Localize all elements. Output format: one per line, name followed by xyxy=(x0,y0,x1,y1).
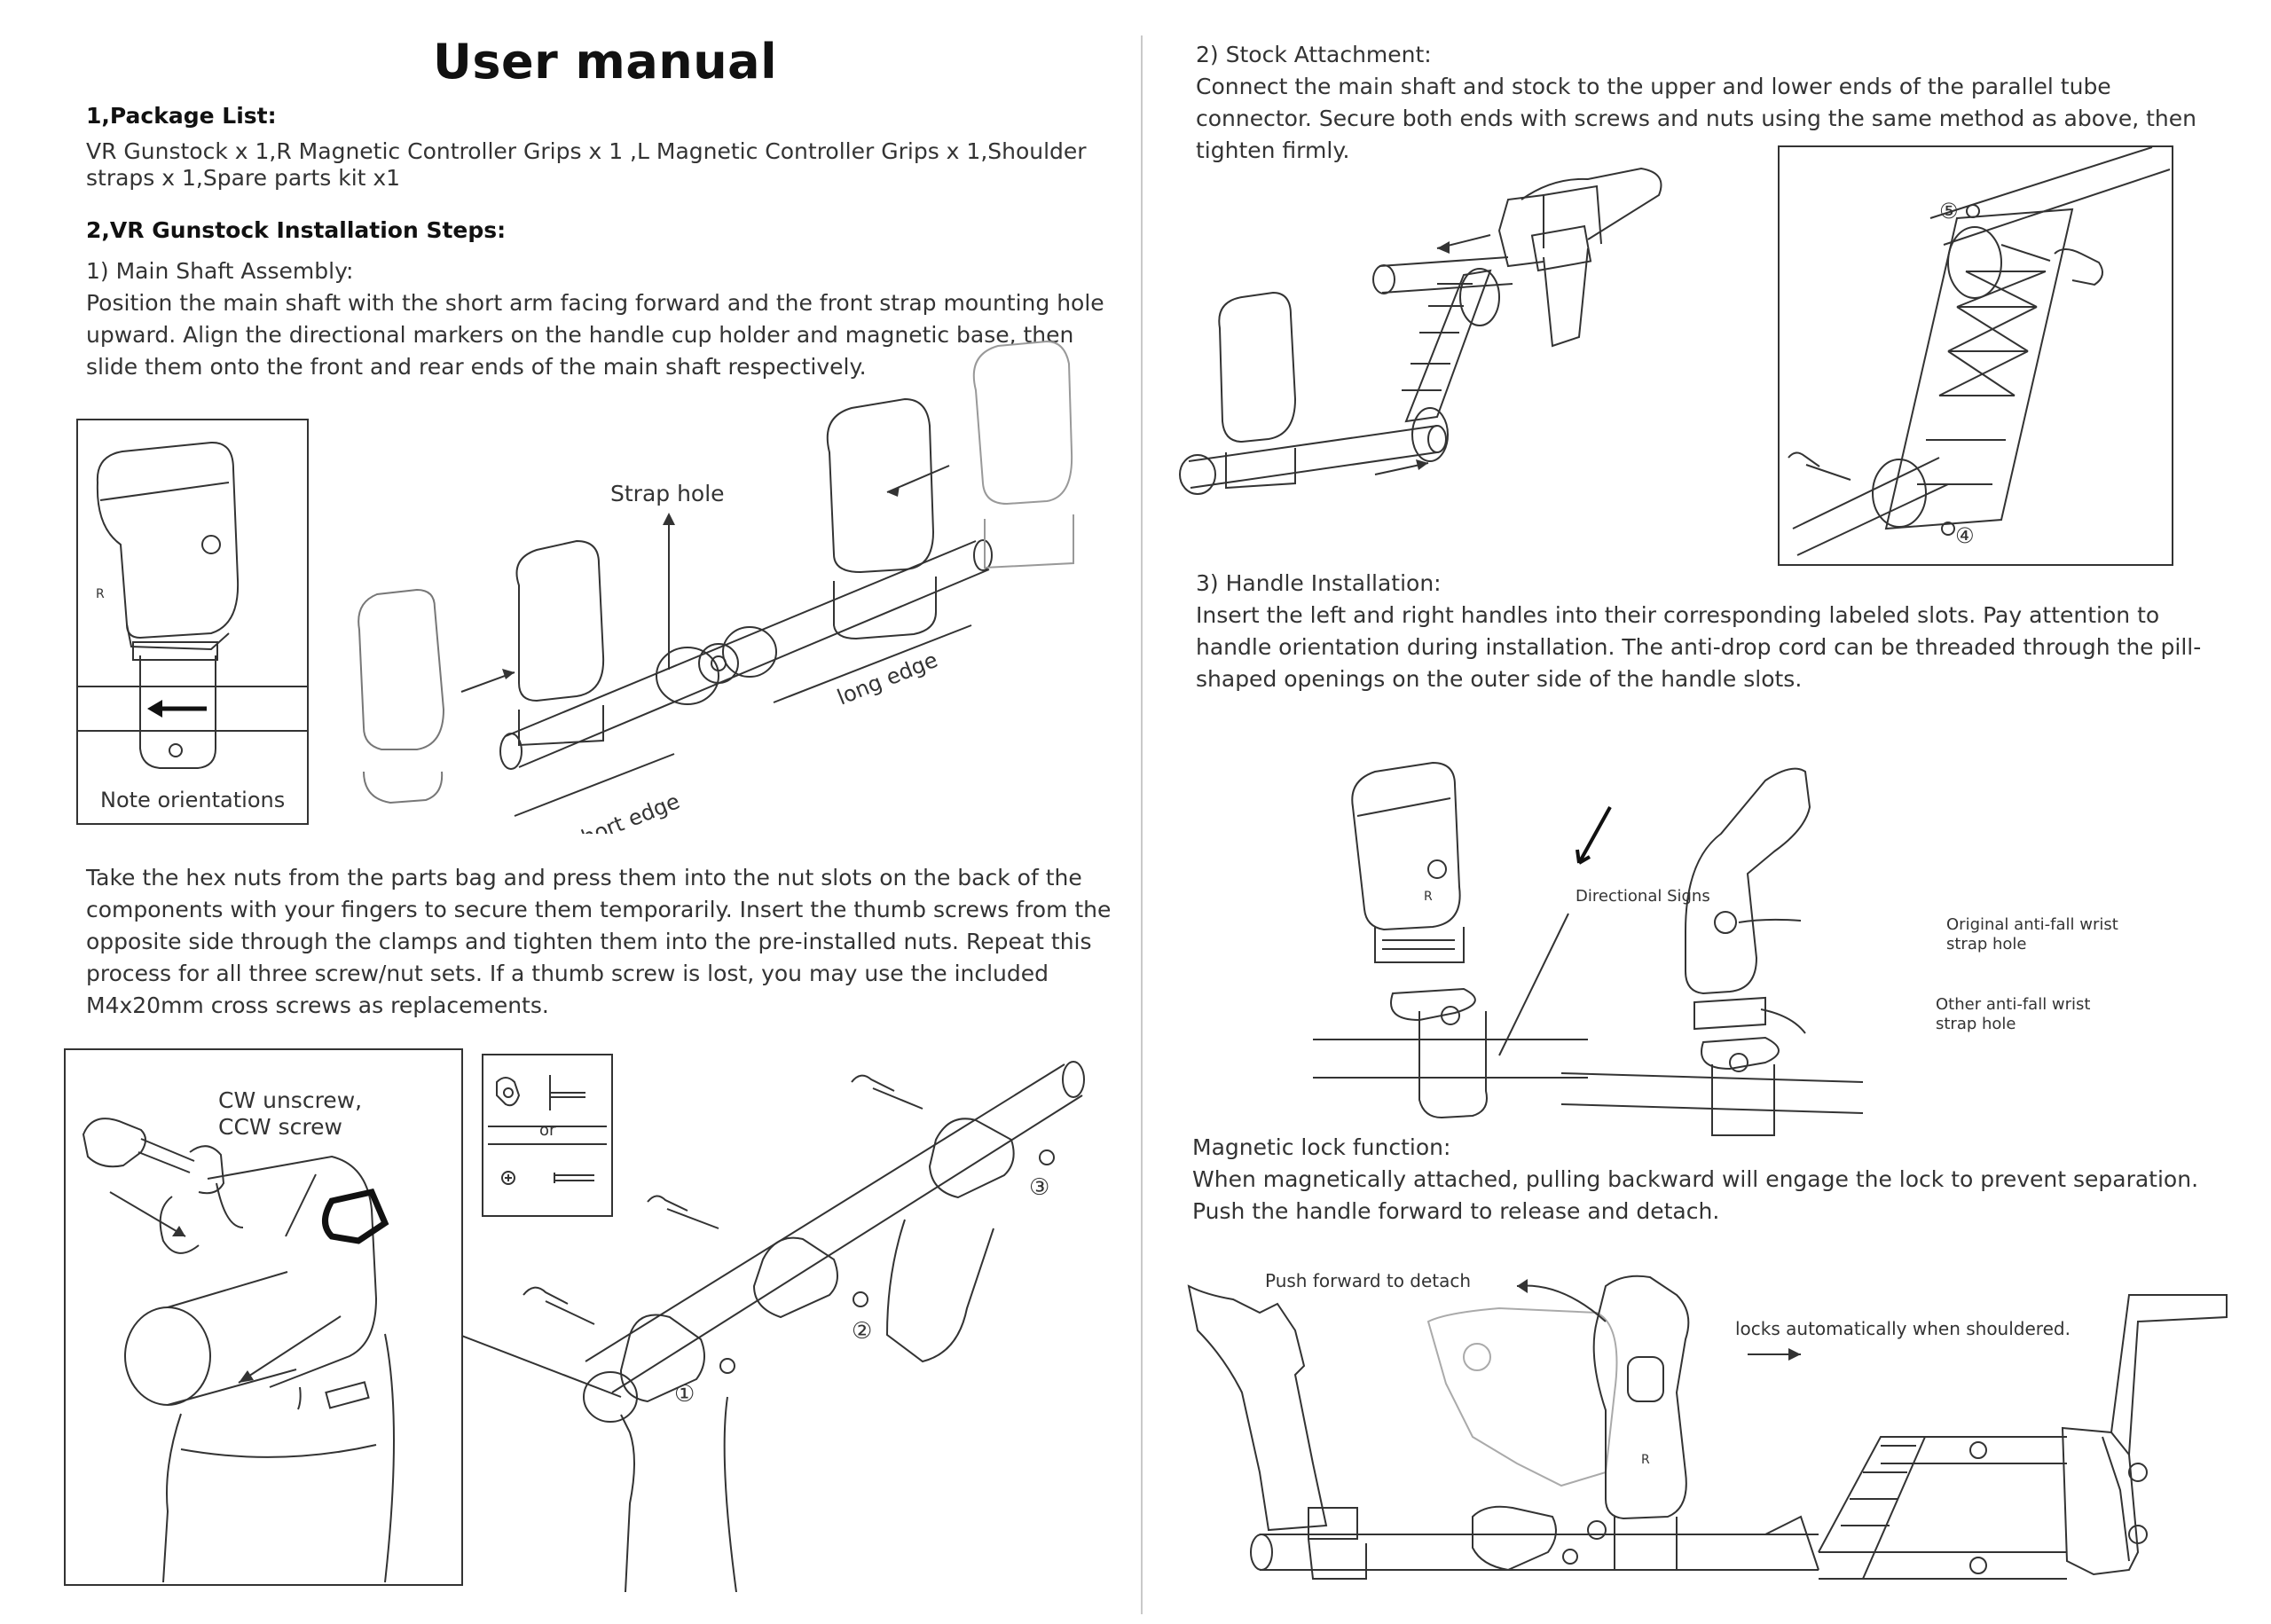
magnetic-lock-illustration: R xyxy=(1187,1275,2228,1580)
original-strap-hole-label-line2: strap hole xyxy=(1946,935,2027,953)
other-strap-hole-label-line2: strap hole xyxy=(1936,1015,2016,1033)
step-number-5: ⑤ xyxy=(1939,199,1959,224)
package-text: VR Gunstock x 1,R Magnetic Controller Gr… xyxy=(86,138,1087,191)
step2-text: Connect the main shaft and stock to the … xyxy=(1196,74,2196,163)
step1-heading: 1) Main Shaft Assembly: xyxy=(86,258,354,284)
main-shaft-assembly-illustration: short edge long edge xyxy=(358,340,1074,834)
step-number-4: ④ xyxy=(1955,523,1975,548)
step-number-3: ③ xyxy=(1029,1174,1049,1201)
other-strap-hole-label: Other anti-fall wrist strap hole xyxy=(1936,995,2090,1034)
note-orientations-box: R Note orientations xyxy=(76,419,309,825)
svg-text:R: R xyxy=(1641,1453,1650,1467)
stock-attachment-illustration xyxy=(1179,167,1662,495)
screw-closeup-box: CW unscrew, CCW screw xyxy=(64,1048,463,1586)
svg-text:R: R xyxy=(96,587,105,601)
svg-text:R: R xyxy=(1424,890,1433,904)
nuts-instructions: Take the hex nuts from the parts bag and… xyxy=(86,865,1112,1018)
stock-closeup-box: ⑤ ④ xyxy=(1778,145,2173,566)
step1-text: Position the main shaft with the short a… xyxy=(86,290,1104,380)
or-label: or xyxy=(539,1121,556,1140)
screw-nut-assembly-illustration: ① ② ③ xyxy=(461,1061,1085,1592)
page-divider xyxy=(1141,35,1143,1614)
handle-installation-illustration: R xyxy=(1313,761,1864,1136)
original-strap-hole-label-line1: Original anti-fall wrist xyxy=(1946,915,2118,934)
push-forward-label: Push forward to detach xyxy=(1265,1270,1472,1291)
original-strap-hole-label: Original anti-fall wrist strap hole xyxy=(1946,915,2118,954)
strap-hole-label: Strap hole xyxy=(610,481,725,506)
install-heading: 2,VR Gunstock Installation Steps: xyxy=(86,217,507,243)
step-number-2: ② xyxy=(852,1318,872,1345)
directional-signs-label: Directional Signs xyxy=(1576,887,1710,906)
package-heading: 1,Package List: xyxy=(86,103,277,129)
note-orientations-label: Note orientations xyxy=(100,788,286,812)
grip-closeup-illustration: R xyxy=(78,441,307,769)
step-number-1: ① xyxy=(674,1381,695,1408)
screw-options-box: or xyxy=(482,1054,613,1217)
lock-text-line1: When magnetically attached, pulling back… xyxy=(1192,1166,2199,1192)
short-edge-label: short edge xyxy=(568,788,683,834)
screw-options-illustration xyxy=(488,1075,607,1185)
long-edge-label: long edge xyxy=(834,647,941,710)
locks-automatically-label: locks automatically when shouldered. xyxy=(1735,1318,2071,1339)
other-strap-hole-label-line1: Other anti-fall wrist xyxy=(1936,995,2091,1014)
step3-heading: 3) Handle Installation: xyxy=(1196,570,1442,596)
step3-text: Insert the left and right handles into t… xyxy=(1196,602,2202,692)
screw-closeup-illustration xyxy=(82,1118,395,1583)
lock-text-line2: Push the handle forward to release and d… xyxy=(1192,1198,1720,1224)
ccw-screw-label: CCW screw xyxy=(218,1114,342,1140)
cw-unscrew-label: CW unscrew, xyxy=(218,1087,363,1113)
page-title: User manual xyxy=(433,34,778,90)
stock-closeup-illustration xyxy=(1788,146,2171,556)
lock-heading: Magnetic lock function: xyxy=(1192,1134,1451,1160)
step2-heading: 2) Stock Attachment: xyxy=(1196,42,1432,67)
